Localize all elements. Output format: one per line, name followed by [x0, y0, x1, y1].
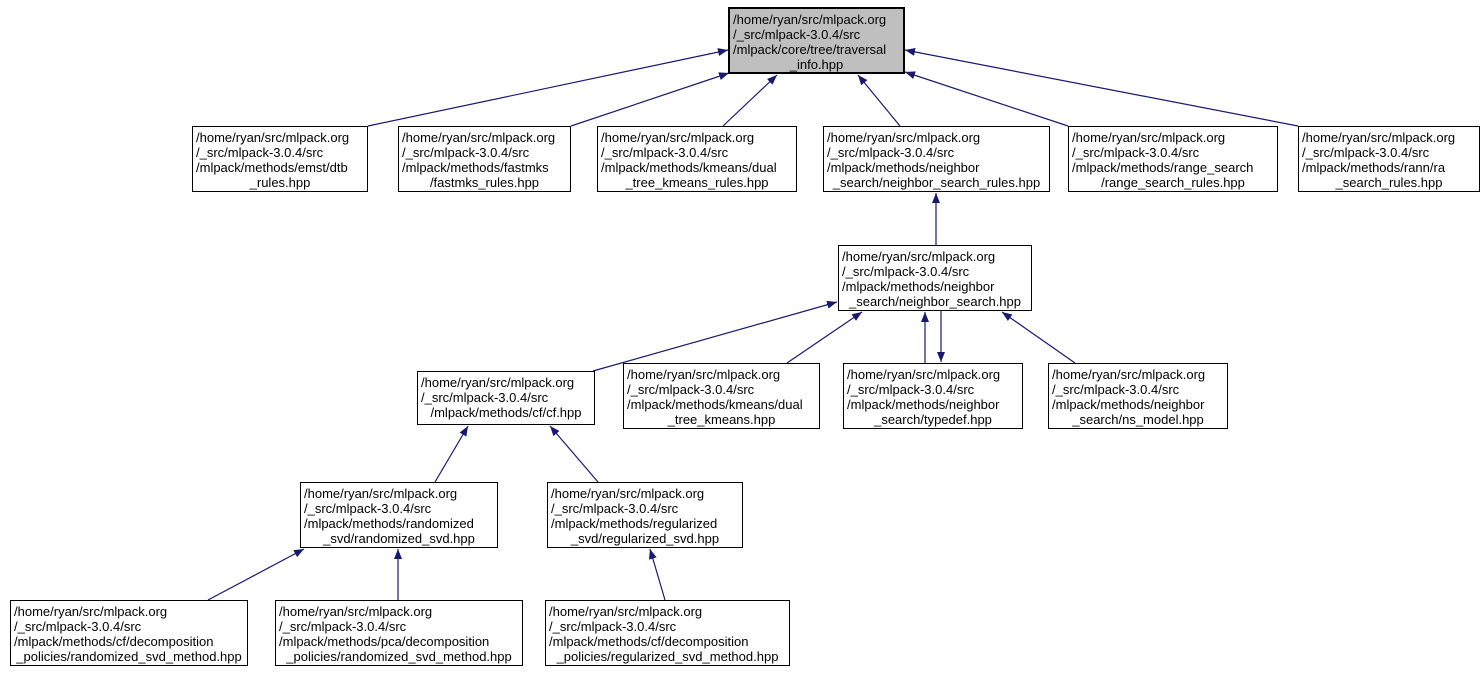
graph-node-label-line: /_src/mlpack-3.0.4/src — [827, 145, 955, 160]
graph-node-label-line: /home/ryan/src/mlpack.org — [601, 130, 755, 145]
graph-node-label-line: /home/ryan/src/mlpack.org — [549, 604, 703, 619]
graph-node-neighbor_search[interactable]: /home/ryan/src/mlpack.org/_src/mlpack-3.… — [838, 245, 1032, 311]
graph-node-label-line: /mlpack/methods/range_search — [1072, 160, 1254, 175]
graph-node-label-line: _tree_kmeans.hpp — [667, 412, 776, 427]
graph-node-label-line: /home/ryan/src/mlpack.org — [402, 130, 556, 145]
graph-node-label-line: /home/ryan/src/mlpack.org — [1302, 130, 1456, 145]
graph-node-label-line: _search_rules.hpp — [1335, 175, 1443, 190]
graph-node-label-line: _svd/regularized_svd.hpp — [570, 531, 720, 546]
graph-node-label-line: /mlpack/methods/neighbor — [842, 279, 995, 294]
graph-node-label-line: _policies/randomized_svd_method.hpp — [16, 649, 242, 664]
graph-node-label-line: /_src/mlpack-3.0.4/src — [551, 501, 679, 516]
graph-node-label-line: /home/ryan/src/mlpack.org — [842, 249, 996, 264]
graph-node-label-line: /mlpack/methods/cf/decomposition — [549, 634, 749, 649]
graph-node-label-line: /mlpack/methods/cf/decomposition — [14, 634, 214, 649]
graph-node-label-line: _search/neighbor_search_rules.hpp — [832, 175, 1041, 190]
graph-node-label-line: /_src/mlpack-3.0.4/src — [842, 264, 970, 279]
graph-node-label-line: /mlpack/methods/neighbor — [847, 397, 1000, 412]
graph-edge-cf_randomized_svd_method-to-randomized_svd — [207, 548, 305, 601]
graph-node-label-line: /mlpack/methods/cf/cf.hpp — [430, 405, 582, 420]
graph-edge-ra_search_rules-to-traversal_info — [904, 47, 1299, 127]
graph-edge-cf_regularized_svd_method-to-regularized_svd — [648, 548, 666, 601]
graph-edge-dtb_rules-to-traversal_info — [367, 48, 729, 127]
graph-node-label-line: /home/ryan/src/mlpack.org — [279, 604, 433, 619]
graph-node-regularized_svd[interactable]: /home/ryan/src/mlpack.org/_src/mlpack-3.… — [547, 482, 743, 548]
graph-node-label-line: /home/ryan/src/mlpack.org — [304, 486, 458, 501]
graph-node-cf_randomized_svd_method[interactable]: /home/ryan/src/mlpack.org/_src/mlpack-3.… — [10, 600, 248, 666]
graph-node-label-line: /mlpack/methods/kmeans/dual — [601, 160, 777, 175]
graph-node-label-line: /mlpack/methods/neighbor — [827, 160, 980, 175]
graph-node-label-line: /_src/mlpack-3.0.4/src — [196, 145, 324, 160]
graph-node-label-line: _search/neighbor_search.hpp — [848, 294, 1021, 309]
graph-edge-range_search_rules-to-traversal_info — [904, 71, 1069, 127]
graph-node-label-line: /_src/mlpack-3.0.4/src — [1052, 382, 1180, 397]
graph-node-label-line: /home/ryan/src/mlpack.org — [627, 367, 781, 382]
graph-node-label-line: /home/ryan/src/mlpack.org — [14, 604, 168, 619]
graph-node-label-line: _svd/randomized_svd.hpp — [323, 531, 475, 546]
graph-node-label-line: /mlpack/methods/randomized — [304, 516, 474, 531]
graph-node-label-line: /mlpack/methods/rann/ra — [1302, 160, 1446, 175]
graph-node-label-line: /_src/mlpack-3.0.4/src — [627, 382, 755, 397]
graph-node-label-line: _search/typedef.hpp — [874, 412, 992, 427]
graph-node-label-line: /_src/mlpack-3.0.4/src — [549, 619, 677, 634]
graph-node-label-line: /_src/mlpack-3.0.4/src — [847, 382, 975, 397]
graph-node-traversal_info: /home/ryan/src/mlpack.org/_src/mlpack-3.… — [728, 7, 905, 74]
graph-edge-dual_tree_kmeans-to-neighbor_search — [786, 311, 863, 364]
graph-node-cf_regularized_svd_method[interactable]: /home/ryan/src/mlpack.org/_src/mlpack-3.… — [545, 600, 790, 666]
graph-node-dual_tree_kmeans[interactable]: /home/ryan/src/mlpack.org/_src/mlpack-3.… — [623, 363, 820, 429]
graph-edge-cf-to-neighbor_search — [592, 300, 838, 372]
graph-node-label-line: _policies/regularized_svd_method.hpp — [556, 649, 779, 664]
graph-node-cf[interactable]: /home/ryan/src/mlpack.org/_src/mlpack-3.… — [417, 371, 595, 425]
graph-node-label-line: /home/ryan/src/mlpack.org — [1072, 130, 1226, 145]
graph-node-label-line: /_src/mlpack-3.0.4/src — [733, 27, 861, 42]
graph-node-label-line: /range_search_rules.hpp — [1101, 175, 1245, 190]
graph-node-label-line: _rules.hpp — [249, 175, 311, 190]
graph-node-label-line: _policies/randomized_svd_method.hpp — [286, 649, 512, 664]
graph-node-label-line: /_src/mlpack-3.0.4/src — [402, 145, 530, 160]
graph-node-label-line: /home/ryan/src/mlpack.org — [1052, 367, 1206, 382]
graph-node-label-line: /mlpack/methods/neighbor — [1052, 397, 1205, 412]
graph-node-label-line: _info.hpp — [789, 57, 844, 72]
graph-node-label-line: /_src/mlpack-3.0.4/src — [1302, 145, 1430, 160]
graph-node-label-line: /_src/mlpack-3.0.4/src — [601, 145, 729, 160]
graph-edge-neighbor_search_rules-to-traversal_info — [857, 74, 901, 127]
graph-node-label-line: /home/ryan/src/mlpack.org — [551, 486, 705, 501]
graph-node-label-line: /_src/mlpack-3.0.4/src — [14, 619, 142, 634]
graph-node-label-line: /_src/mlpack-3.0.4/src — [421, 390, 549, 405]
graph-node-label-line: /home/ryan/src/mlpack.org — [847, 367, 1001, 382]
graph-node-label-line: /_src/mlpack-3.0.4/src — [304, 501, 432, 516]
graph-node-dtb_rules[interactable]: /home/ryan/src/mlpack.org/_src/mlpack-3.… — [192, 126, 368, 192]
graph-node-pca_randomized_svd_method[interactable]: /home/ryan/src/mlpack.org/_src/mlpack-3.… — [275, 600, 523, 666]
graph-node-label-line: /_src/mlpack-3.0.4/src — [1072, 145, 1200, 160]
graph-node-label-line: /home/ryan/src/mlpack.org — [733, 12, 887, 27]
graph-node-label-line: /home/ryan/src/mlpack.org — [196, 130, 350, 145]
graph-node-label-line: /fastmks_rules.hpp — [429, 175, 540, 190]
graph-node-label-line: /_src/mlpack-3.0.4/src — [279, 619, 407, 634]
graph-node-label-line: _search/ns_model.hpp — [1072, 412, 1204, 427]
graph-node-label-line: _tree_kmeans_rules.hpp — [625, 175, 769, 190]
graph-node-neighbor_search_rules[interactable]: /home/ryan/src/mlpack.org/_src/mlpack-3.… — [823, 126, 1050, 192]
graph-node-label-line: /mlpack/methods/fastmks — [402, 160, 549, 175]
graph-node-range_search_rules[interactable]: /home/ryan/src/mlpack.org/_src/mlpack-3.… — [1068, 126, 1278, 192]
graph-edge-randomized_svd-to-cf — [434, 425, 469, 483]
graph-node-ns_model[interactable]: /home/ryan/src/mlpack.org/_src/mlpack-3.… — [1048, 363, 1228, 429]
graph-node-label-line: /mlpack/methods/pca/decomposition — [279, 634, 490, 649]
graph-node-label-line: /mlpack/methods/kmeans/dual — [627, 397, 803, 412]
graph-node-label-line: /home/ryan/src/mlpack.org — [827, 130, 981, 145]
graph-node-label-line: /mlpack/methods/emst/dtb — [196, 160, 348, 175]
graph-edge-fastmks_rules-to-traversal_info — [570, 72, 730, 127]
graph-edge-dual_tree_kmeans_rules-to-traversal_info — [722, 74, 778, 127]
graph-node-randomized_svd[interactable]: /home/ryan/src/mlpack.org/_src/mlpack-3.… — [300, 482, 498, 548]
graph-edge-regularized_svd-to-cf — [549, 425, 599, 483]
graph-node-typedef[interactable]: /home/ryan/src/mlpack.org/_src/mlpack-3.… — [843, 363, 1023, 429]
graph-node-label-line: /mlpack/methods/regularized — [551, 516, 718, 531]
graph-node-ra_search_rules[interactable]: /home/ryan/src/mlpack.org/_src/mlpack-3.… — [1298, 126, 1480, 192]
graph-node-fastmks_rules[interactable]: /home/ryan/src/mlpack.org/_src/mlpack-3.… — [398, 126, 571, 192]
graph-node-label-line: /mlpack/core/tree/traversal — [733, 42, 887, 57]
graph-node-dual_tree_kmeans_rules[interactable]: /home/ryan/src/mlpack.org/_src/mlpack-3.… — [597, 126, 797, 192]
graph-edge-ns_model-to-neighbor_search — [1001, 311, 1076, 364]
graph-node-label-line: /home/ryan/src/mlpack.org — [421, 375, 575, 390]
